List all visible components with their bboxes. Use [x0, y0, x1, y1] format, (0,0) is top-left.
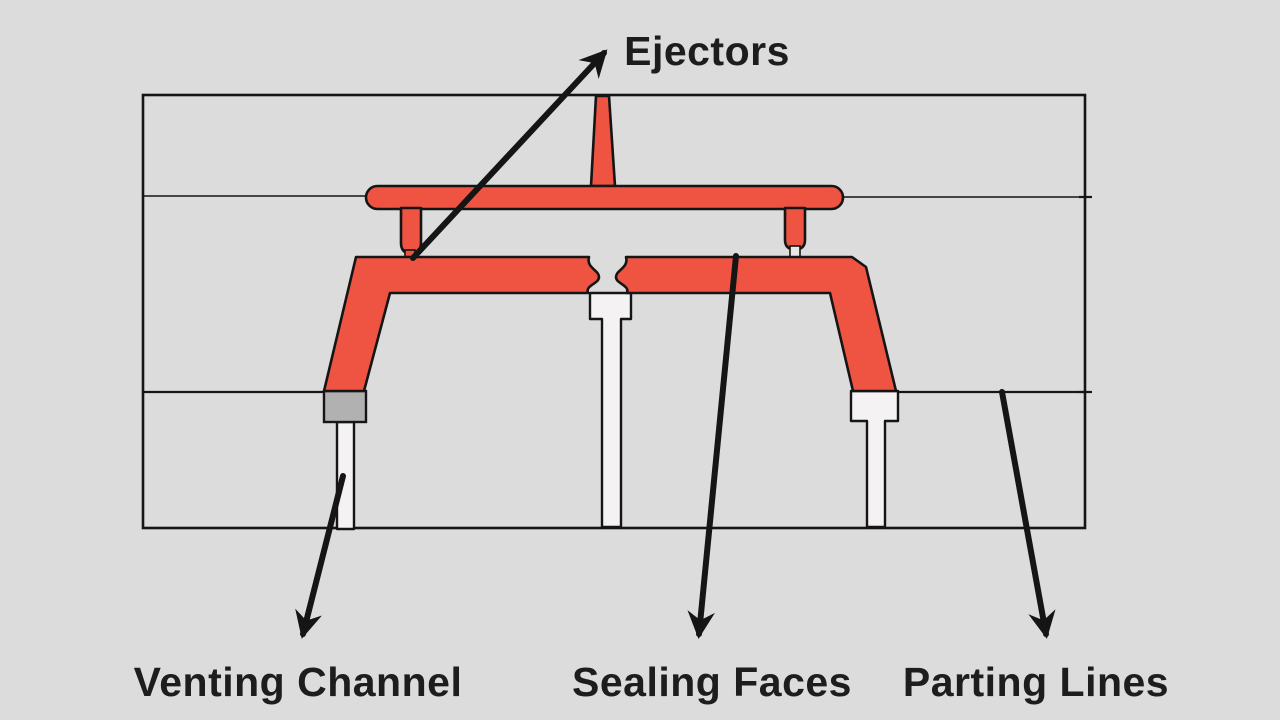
- vent-block-shape: [322, 389, 368, 424]
- venting-channel-label: Venting Channel: [133, 659, 463, 705]
- center-ejector-pin: [588, 291, 633, 529]
- right-gate-shape: [783, 206, 807, 252]
- ejectors-arrow: [410, 49, 608, 261]
- parting-lines-arrow: [999, 389, 1056, 639]
- runner-shape: [364, 184, 845, 211]
- molded-part-right-half: [614, 255, 898, 393]
- sealing-faces-label: Sealing Faces: [572, 659, 852, 705]
- parting-lines-label: Parting Lines: [902, 659, 1170, 705]
- sealing-faces-arrow: [687, 253, 739, 639]
- sprue-shape: [589, 94, 617, 188]
- venting-channel-arrow: [295, 473, 346, 639]
- molded-part-left-half: [322, 255, 601, 393]
- right-ejector-pin: [849, 389, 900, 529]
- left-gate-shape: [399, 206, 423, 256]
- ejectors-label: Ejectors: [624, 28, 790, 74]
